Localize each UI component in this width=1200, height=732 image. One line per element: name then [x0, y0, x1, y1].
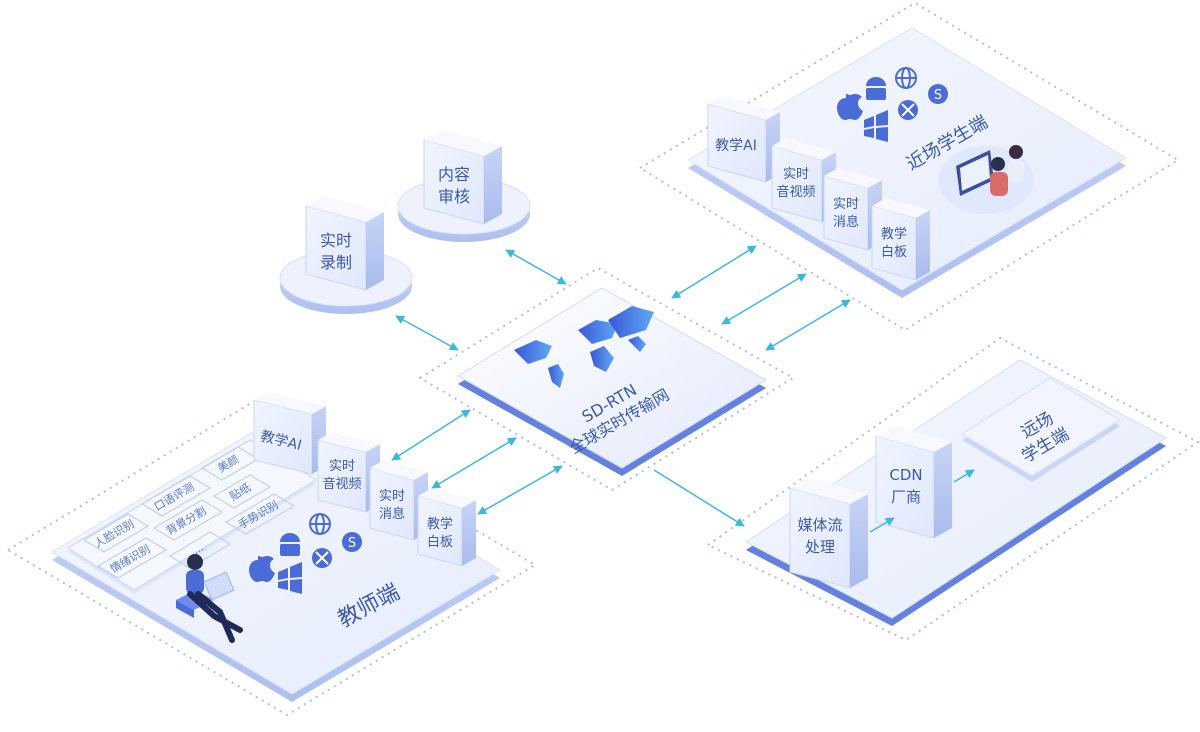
near-module-board: 教学 白板	[871, 198, 930, 281]
arrow-center-near-av	[671, 245, 757, 299]
web-icon	[309, 513, 331, 535]
teacher-av-line2: 音视频	[322, 476, 361, 492]
near-av-line2: 音视频	[776, 184, 815, 200]
near-msg-line1: 实时	[833, 197, 859, 212]
near-os-icons: S	[837, 67, 948, 142]
near-student-platform	[687, 27, 1127, 298]
linux-x-icon	[312, 548, 332, 568]
arrow-cdn-terminal	[953, 469, 975, 483]
teacher-msg-line1: 实时	[379, 489, 405, 504]
far-terminal: 远场 学生端	[961, 377, 1121, 482]
world-map-graphic	[514, 306, 654, 388]
linux-x-icon	[898, 100, 918, 120]
teacher-module-board: 教学 白板	[417, 488, 476, 567]
arrow-media-cdn	[869, 517, 895, 533]
ai-tag-list	[83, 446, 295, 579]
near-board-line2: 白板	[881, 244, 907, 260]
far-media-line2: 处理	[805, 538, 835, 556]
review-line1: 内容	[438, 165, 470, 184]
teacher-av-line1: 实时	[329, 459, 355, 474]
arrow-record-center	[395, 315, 459, 351]
teacher-board-line2: 白板	[427, 534, 453, 550]
far-media-block: 媒体流 处理	[789, 478, 868, 589]
web-icon	[895, 67, 917, 89]
teacher-module-ai: 教学AI	[253, 392, 326, 475]
near-student-illustration	[938, 145, 1034, 214]
svg-text:S: S	[348, 536, 356, 551]
arrow-review-center	[505, 249, 567, 285]
s-icon: S	[928, 84, 948, 104]
s-icon: S	[342, 532, 362, 552]
arrow-center-near-msg	[721, 273, 807, 325]
review-line2: 审核	[438, 187, 470, 206]
teacher-person-illustration	[176, 554, 243, 643]
windows-icon	[278, 562, 302, 594]
far-cdn-line2: 厂商	[891, 488, 921, 506]
sd-rtn-platform: SD-RTN 全球实时传输网	[457, 287, 767, 476]
far-student-zone-outline	[706, 336, 1200, 642]
connection-arrows	[391, 245, 975, 533]
far-cdn-block: CDN 厂商	[875, 426, 952, 539]
near-ai-label: 教学AI	[715, 138, 757, 154]
android-icon	[280, 533, 300, 556]
near-av-line1: 实时	[783, 167, 809, 182]
far-media-line1: 媒体流	[797, 516, 842, 534]
record-service: 实时 录制	[279, 196, 413, 314]
apple-icon	[249, 556, 275, 582]
svg-text:S: S	[934, 88, 942, 103]
near-msg-line2: 消息	[833, 214, 859, 230]
arrow-center-near-board	[765, 299, 851, 351]
apple-icon	[837, 94, 863, 120]
teacher-os-icons: S	[249, 513, 362, 594]
arrow-teacher-msg-center	[431, 437, 517, 489]
android-icon	[866, 77, 886, 100]
near-board-line1: 教学	[881, 226, 907, 242]
teacher-board-line1: 教学	[427, 516, 453, 532]
far-cdn-line1: CDN	[889, 466, 922, 484]
near-module-ai: 教学AI	[707, 96, 780, 183]
record-line2: 录制	[320, 253, 352, 272]
teacher-msg-line2: 消息	[379, 506, 405, 522]
review-service: 内容 审核	[397, 130, 531, 242]
arrow-teacher-board-center	[477, 465, 563, 515]
arrow-teacher-ai-center	[391, 409, 471, 461]
windows-icon	[864, 110, 888, 142]
record-line1: 实时	[320, 231, 352, 250]
arrow-center-media	[653, 469, 745, 527]
